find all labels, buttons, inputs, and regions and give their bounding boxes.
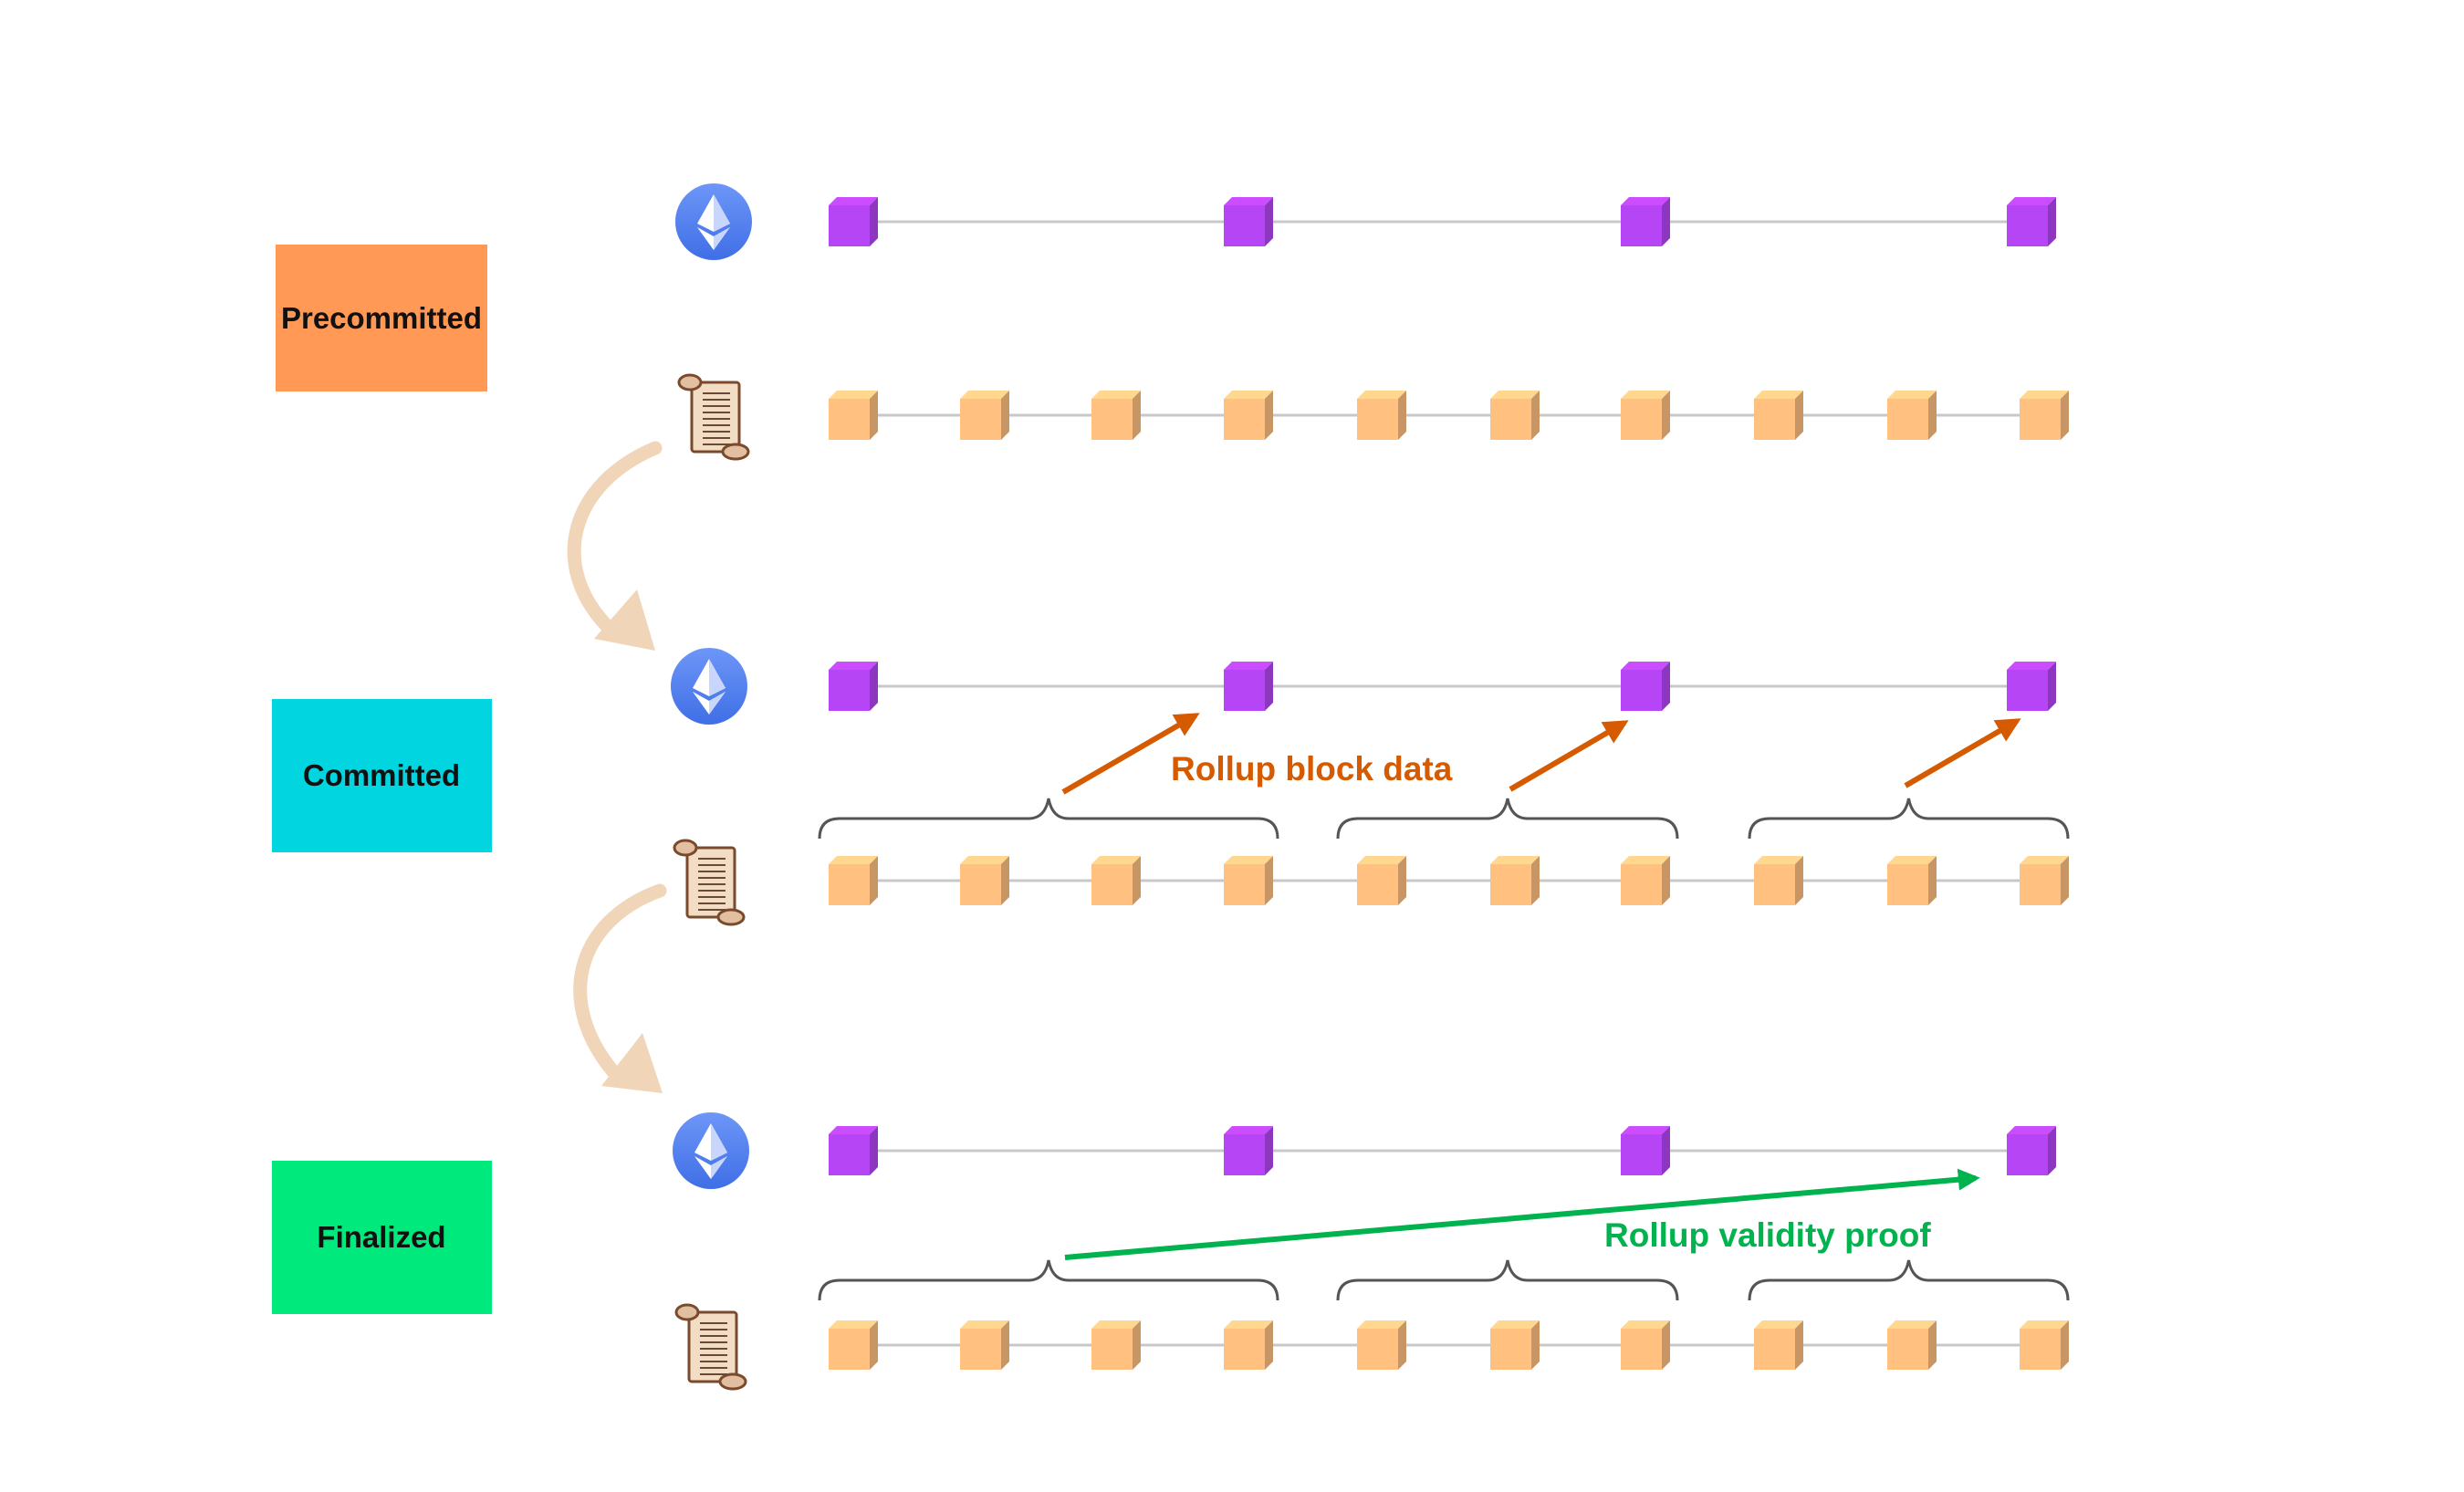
stage-label: Precommitted <box>281 301 482 335</box>
stage-precommitted: Precommitted <box>276 245 487 391</box>
l1-block <box>1224 1126 1273 1175</box>
l2-block <box>1754 1320 1803 1370</box>
l1-block <box>829 1126 878 1175</box>
block-data-arrows: Rollup block data <box>1061 713 2021 795</box>
l1-block <box>2007 662 2056 711</box>
validity-proof-arrow <box>1064 1168 1980 1260</box>
block-data-arrow <box>1509 720 1629 792</box>
l2-block <box>1357 1320 1406 1370</box>
batch-brace <box>1336 1259 1679 1301</box>
transition-arrow <box>573 883 667 1093</box>
batch-brace <box>1748 1259 2070 1301</box>
l2-block <box>1091 391 1141 440</box>
l1-block <box>2007 1126 2056 1175</box>
l1-block <box>1621 1126 1670 1175</box>
l2-block <box>1490 856 1540 905</box>
l2-block <box>1490 391 1540 440</box>
l2-block <box>2020 391 2069 440</box>
stage-label: Finalized <box>317 1220 445 1254</box>
l2-block <box>1357 391 1406 440</box>
stage-finalized: Finalized <box>272 1161 492 1314</box>
l2-block <box>1621 856 1670 905</box>
l2-block <box>1621 1320 1670 1370</box>
block-data-arrow <box>1904 718 2021 788</box>
stage-box <box>272 1161 492 1314</box>
stage-box <box>276 245 487 391</box>
batch-braces <box>818 798 2070 1301</box>
ethereum-icon <box>671 648 747 725</box>
l2-block <box>1357 856 1406 905</box>
block-data-arrow <box>1061 713 1200 795</box>
stage-box <box>272 699 492 852</box>
l2-block <box>1490 1320 1540 1370</box>
batch-brace <box>818 1259 1279 1301</box>
scroll-icon <box>674 1303 747 1391</box>
l1-block <box>1621 662 1670 711</box>
l2-block <box>1091 1320 1141 1370</box>
chain-rows <box>671 183 2069 1391</box>
scroll-icon <box>673 839 746 926</box>
stage-chains <box>671 648 2069 926</box>
l2-block <box>2020 1320 2069 1370</box>
l1-block <box>829 197 878 246</box>
block-data-label: Rollup block data <box>1171 750 1453 788</box>
stage-committed: Committed <box>272 699 492 852</box>
l2-block <box>1754 856 1803 905</box>
stage-chains <box>675 183 2069 461</box>
l2-block <box>960 391 1009 440</box>
l1-block <box>1224 662 1273 711</box>
batch-brace <box>818 798 1279 840</box>
l1-block <box>2007 197 2056 246</box>
l2-block <box>960 856 1009 905</box>
transition-arrow <box>567 441 663 651</box>
l2-block <box>1887 1320 1937 1370</box>
l2-block <box>1224 856 1273 905</box>
l2-block <box>2020 856 2069 905</box>
l1-block <box>829 662 878 711</box>
l2-block <box>829 1320 878 1370</box>
l2-block <box>1621 391 1670 440</box>
l1-block <box>1224 197 1273 246</box>
l1-block <box>1621 197 1670 246</box>
l2-block <box>1091 856 1141 905</box>
l2-block <box>1224 1320 1273 1370</box>
l2-block <box>1887 856 1937 905</box>
batch-brace <box>1748 798 2070 840</box>
batch-brace <box>1336 798 1679 840</box>
stage-chains <box>673 1112 2069 1391</box>
l2-block <box>1754 391 1803 440</box>
validity-proof-arrow-group: Rollup validity proof <box>1064 1168 1980 1260</box>
l2-block <box>1224 391 1273 440</box>
validity-proof-label: Rollup validity proof <box>1604 1216 1931 1254</box>
scroll-icon <box>677 373 750 461</box>
l2-block <box>960 1320 1009 1370</box>
l2-block <box>1887 391 1937 440</box>
stage-label: Committed <box>303 758 460 792</box>
ethereum-icon <box>673 1112 749 1189</box>
l2-block <box>829 391 878 440</box>
l2-block <box>829 856 878 905</box>
ethereum-icon <box>675 183 752 260</box>
